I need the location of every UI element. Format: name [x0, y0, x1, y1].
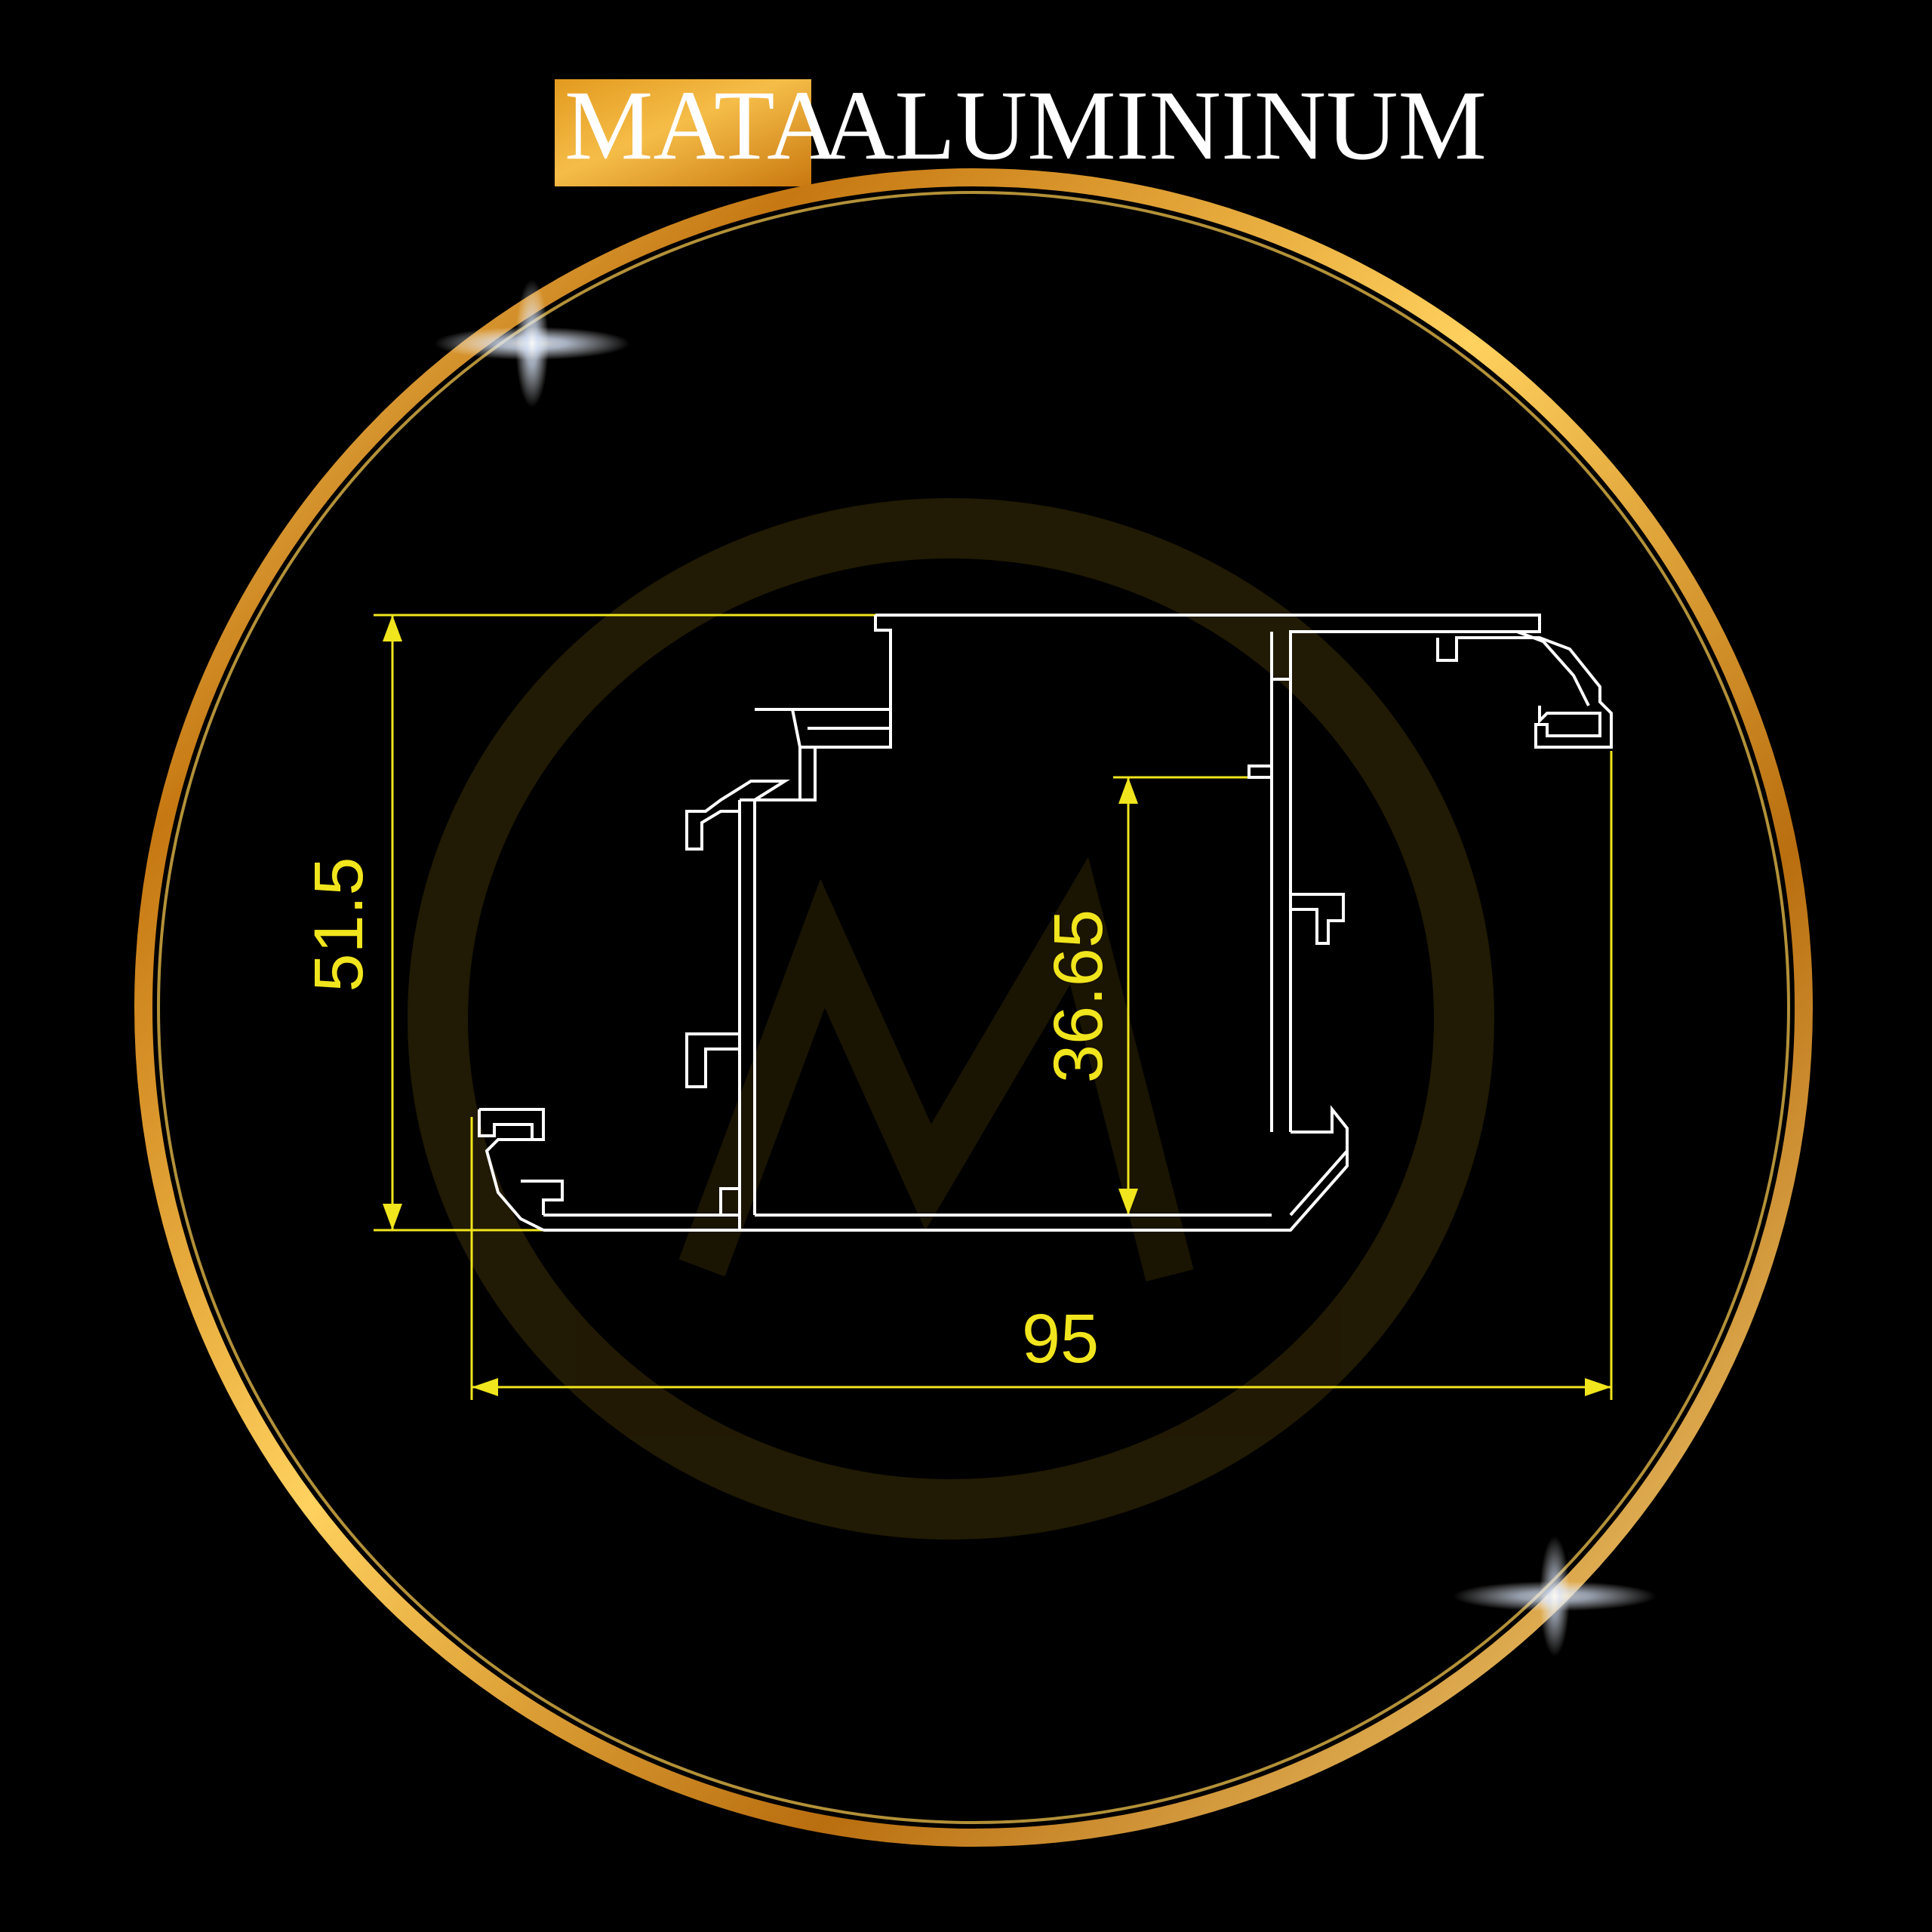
brand-header: MATA ALUMININUM [555, 69, 1487, 186]
brand-highlight-text: MATA [565, 69, 838, 180]
sparkle-icon [1453, 1536, 1657, 1657]
dimensions: 51.5 36.65 95 [300, 614, 1613, 1400]
dimension-height-label: 51.5 [300, 857, 377, 992]
sparkle-icon [434, 279, 630, 408]
dimension-inner-height-label: 36.65 [1040, 909, 1117, 1083]
aluminum-profile [478, 614, 1613, 1232]
watermark-logo [408, 498, 1494, 1540]
brand-highlight-box [555, 79, 811, 186]
dimension-width-label: 95 [1022, 1300, 1099, 1377]
brand-name-text: ALUMININUM [823, 69, 1487, 180]
gold-ring [134, 168, 1813, 1847]
